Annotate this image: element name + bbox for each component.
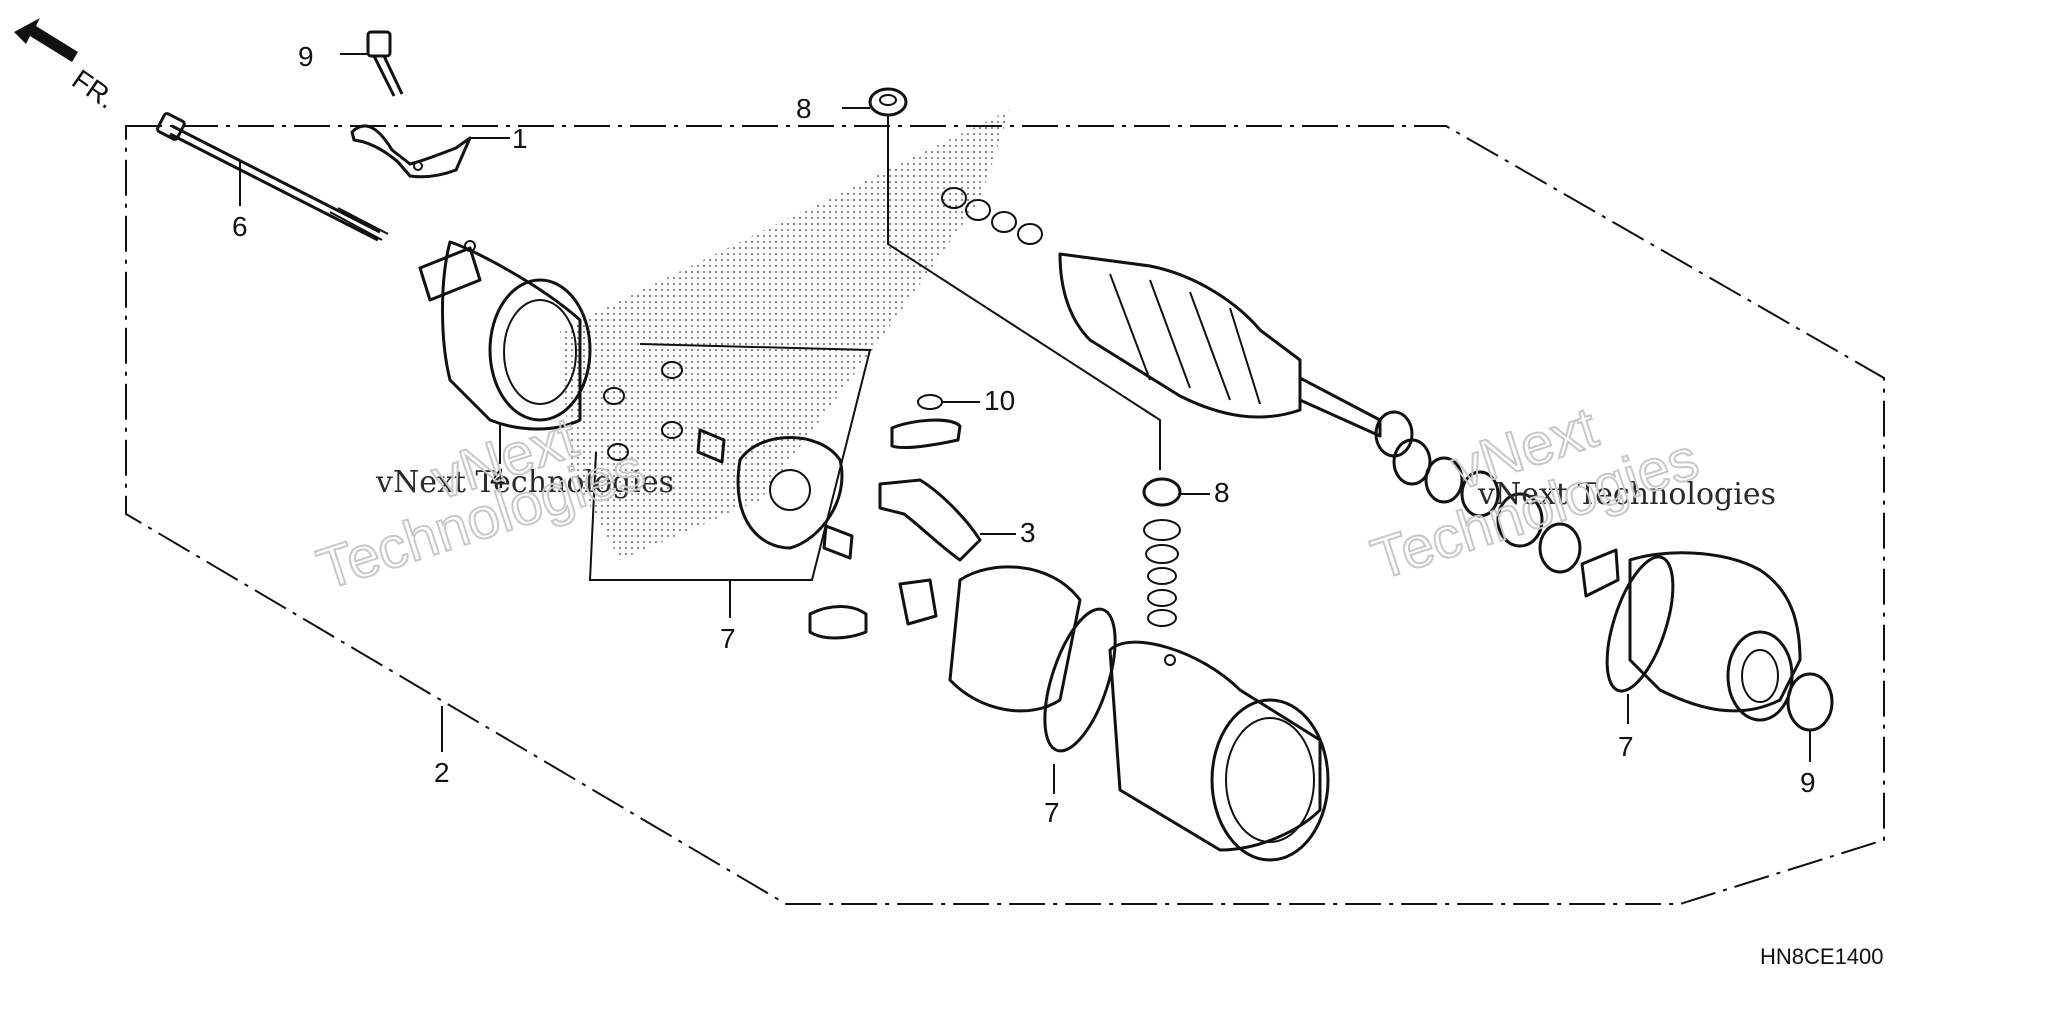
rear-cover	[1628, 551, 1802, 722]
callout-9: 9	[1800, 767, 1816, 798]
o-ring-part-9	[1786, 672, 1834, 732]
front-cover-part-4	[418, 240, 592, 431]
callout-2: 2	[434, 757, 450, 788]
bolt-part-11	[366, 30, 404, 97]
callout-5: 6	[232, 211, 248, 242]
terminal-part-3	[808, 418, 982, 640]
callout-6: 7	[720, 623, 736, 654]
callout-8-top: 8	[796, 93, 812, 124]
nut-part-8-middle	[1142, 477, 1182, 627]
through-bolt-part-5	[156, 112, 389, 242]
callout-8-middle: 8	[1214, 477, 1230, 508]
callout-7-right: 7	[1618, 731, 1634, 762]
stipple-shading	[560, 110, 1010, 560]
callout-7-left: 7	[1044, 797, 1060, 828]
yoke-housing	[948, 565, 1330, 862]
o-ring-part-7-right	[1605, 555, 1675, 693]
callout-10: 10	[984, 385, 1015, 416]
brush-holder-part-6	[588, 343, 872, 581]
front-direction-arrow-icon: FR.	[14, 18, 121, 115]
washer-part-10	[917, 394, 943, 410]
watermark-text-left: vNext Technologies	[375, 465, 674, 500]
diagram-code: HN8CE1400	[1760, 944, 1884, 969]
armature	[941, 187, 1414, 458]
callout-1: 1	[512, 123, 528, 154]
rear-washers	[1392, 438, 1620, 598]
assembly-boundary	[125, 125, 1885, 905]
watermark-text-right: vNext Technologies	[1477, 477, 1776, 512]
nut-part-8-top	[868, 87, 908, 117]
callout-4: 4	[490, 463, 506, 494]
direction-label: FR.	[67, 64, 122, 115]
bracket-part-1	[350, 124, 472, 179]
callout-3: 3	[1020, 517, 1036, 548]
o-ring-part-7-left	[1043, 607, 1117, 753]
callout-11: 9	[298, 41, 314, 72]
